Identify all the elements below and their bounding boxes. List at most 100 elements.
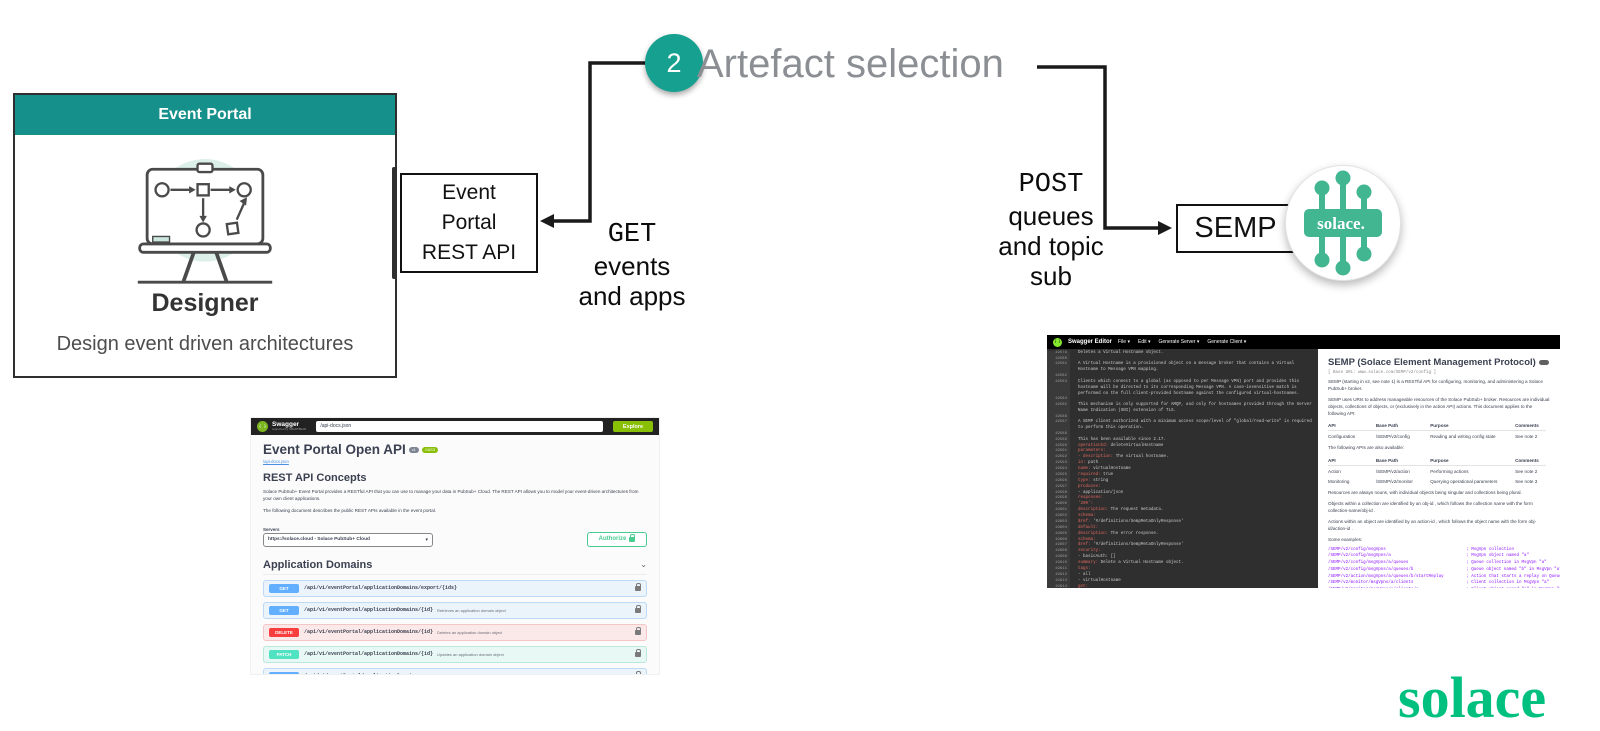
code-line: 19586 bbox=[1047, 414, 1318, 421]
designer-description: Design event driven architectures bbox=[56, 333, 354, 355]
lock-icon[interactable] bbox=[635, 626, 641, 635]
endpoint-path: /api/v1/eventPortal/applicationDomains bbox=[304, 673, 418, 674]
code-line: 19589 This has been available since 2.17… bbox=[1047, 437, 1318, 444]
api-title: Event Portal Open API bbox=[263, 442, 406, 457]
code-line: 19606 schema: bbox=[1047, 537, 1318, 544]
endpoint-row[interactable]: GET /api/v1/eventPortal/applicationDomai… bbox=[263, 579, 647, 597]
swagger-logo-icon: { } bbox=[257, 421, 268, 432]
line-number: 19592 bbox=[1047, 455, 1070, 462]
rest-api-line: REST API bbox=[421, 241, 517, 264]
code-line: 19596 type: string bbox=[1047, 478, 1318, 485]
editor-menu-item[interactable]: Edit ▾ bbox=[1137, 339, 1151, 345]
code-line: 19610 summary: Delete a Virtual Hostname… bbox=[1047, 561, 1318, 567]
code-line: 19612 - all bbox=[1047, 572, 1318, 579]
line-number: 19604 bbox=[1047, 525, 1070, 532]
server-select[interactable]: https://solace.cloud - Solace PubSub+ Cl… bbox=[263, 532, 433, 547]
swagger-ui-screenshot: { } Swagger supported by SMARTBEAR /api-… bbox=[250, 417, 660, 675]
code-line: 19590 operationId: deleteVirtualHostname bbox=[1047, 443, 1318, 450]
code-line: 19605 description: The error response. bbox=[1047, 531, 1318, 538]
get-verb: GET bbox=[607, 220, 657, 250]
code-line: 19609 - basicAuth: [] bbox=[1047, 555, 1318, 562]
table-row: Monitoring /SEMP/v2/monitor Querying ope… bbox=[1328, 478, 1538, 484]
semp-doc-title: SEMP (Solace Element Management Protocol… bbox=[1328, 357, 1536, 368]
editor-menu-item[interactable]: File ▾ bbox=[1118, 339, 1130, 345]
example-code-line: /SEMP/v2/config/msgVpns/a/queues ; Queue… bbox=[1328, 561, 1547, 566]
endpoint-row[interactable]: DELETE /api/v1/eventPortal/applicationDo… bbox=[263, 623, 647, 641]
intro-paragraph: The following document describes the pub… bbox=[263, 507, 437, 513]
editor-menu-item[interactable]: Generate Client ▾ bbox=[1207, 339, 1247, 345]
editor-menu-item[interactable]: Generate Server ▾ bbox=[1158, 339, 1200, 345]
code-line: 19591 parameters: bbox=[1047, 449, 1318, 456]
line-number: 19606 bbox=[1047, 537, 1070, 544]
code-line: 19588 bbox=[1047, 432, 1318, 438]
semp-examples-label: Some examples: bbox=[1328, 536, 1363, 542]
semp-nouns-note: Resources are always nouns, with individ… bbox=[1328, 490, 1522, 496]
post-line: sub bbox=[1030, 261, 1072, 291]
editor-menus: File ▾ Edit ▾ Generate Server ▾ Generate Cl… bbox=[1118, 339, 1246, 345]
code-line: 19608 security: bbox=[1047, 549, 1318, 556]
semp-examples-block: /SEMP/v2/config/msgVpns ; MsgVpn collect… bbox=[1328, 547, 1560, 588]
line-number: 19588 bbox=[1047, 432, 1070, 438]
solace-wordmark: solace bbox=[1398, 665, 1547, 730]
code-line: 19593 in: path bbox=[1047, 461, 1318, 468]
example-code-line: /SEMP/v2/config/msgVpns ; MsgVpn collect… bbox=[1328, 547, 1514, 552]
code-line: 19594 name: virtualHostname bbox=[1047, 467, 1318, 473]
endpoint-row[interactable]: GET /api/v1/eventPortal/applicationDomai… bbox=[263, 667, 647, 675]
code-line: 19582 bbox=[1047, 374, 1318, 380]
swagger-editor-logo-icon: { } bbox=[1053, 337, 1062, 347]
example-code-line: /SEMP/v2/config/msgVpns/a/queues/b ; Que… bbox=[1328, 567, 1560, 572]
line-number: 19594 bbox=[1047, 467, 1070, 473]
line-number: 19597 bbox=[1047, 484, 1070, 491]
lock-icon[interactable] bbox=[635, 582, 641, 591]
code-line: 19614 get: bbox=[1047, 584, 1318, 588]
semp-base-url: [ Base URL: www.solace.com/SEMP/v2/confi… bbox=[1328, 371, 1437, 375]
solace-logo: solace. bbox=[1285, 165, 1401, 281]
endpoint-row[interactable]: GET /api/v1/eventPortal/applicationDomai… bbox=[263, 601, 647, 619]
spec-url-input[interactable]: /api-docs.json bbox=[316, 421, 603, 432]
table-row: Configuration /SEMP/v2/config Reading an… bbox=[1328, 433, 1538, 439]
oas-badge: OAS3 bbox=[421, 446, 438, 453]
semp-version-badge bbox=[1538, 360, 1549, 365]
step-number-badge: 2 bbox=[645, 34, 703, 92]
endpoint-row[interactable]: PATCH /api/v1/eventPortal/applicationDom… bbox=[263, 645, 647, 663]
swagger-body: Event Portal Open API v1 OAS3 /api-docs.… bbox=[251, 435, 659, 675]
solace-badge-text: solace. bbox=[1317, 214, 1365, 233]
line-number: 19612 bbox=[1047, 572, 1070, 579]
code-line: 19597 produces: bbox=[1047, 484, 1318, 491]
code-line: 19611 tags: bbox=[1047, 566, 1318, 573]
line-number: 19586 bbox=[1047, 414, 1070, 421]
endpoint-description: Retrieves an application domain object bbox=[437, 607, 506, 613]
lock-icon[interactable] bbox=[635, 648, 641, 657]
endpoint-description: Gets the application domain objects bbox=[422, 674, 485, 675]
line-number: 19582 bbox=[1047, 374, 1070, 380]
line-number: 19611 bbox=[1047, 566, 1070, 573]
lock-icon[interactable] bbox=[635, 670, 641, 674]
swagger-brand-sub: supported by SMARTBEAR bbox=[272, 427, 307, 432]
lock-icon[interactable] bbox=[635, 604, 641, 613]
yaml-code-pane[interactable]: 19579 Deletes a Virtual Hostname object.… bbox=[1047, 349, 1318, 588]
server-value: https://solace.cloud - Solace PubSub+ Cl… bbox=[268, 537, 370, 543]
swagger-topbar: { } Swagger supported by SMARTBEAR /api-… bbox=[251, 418, 659, 435]
explore-button[interactable]: Explore bbox=[613, 421, 653, 432]
semp-actionid-note: Actions within an object are identified … bbox=[1328, 519, 1537, 531]
line-number: 19585 bbox=[1047, 403, 1070, 415]
code-line: 19607 $ref: '#/definitions/SempMetaOnlyR… bbox=[1047, 543, 1318, 550]
designer-easel-icon bbox=[137, 159, 273, 284]
swagger-editor-screenshot: { } Swagger Editor File ▾Edit ▾Generate … bbox=[1047, 335, 1560, 588]
semp-intro: SEMP uses URIs to address manageable res… bbox=[1328, 396, 1550, 416]
example-code-line: /SEMP/v2/monitor/msgVpns/a/clients/c ; C… bbox=[1328, 587, 1550, 588]
spec-link[interactable]: /api-docs.json bbox=[263, 459, 289, 464]
editor-topbar: { } Swagger Editor File ▾Edit ▾Generate … bbox=[1047, 335, 1560, 349]
example-code-line: /SEMP/v2/action/msgVpns/a/queues/b/start… bbox=[1328, 574, 1560, 579]
authorize-button[interactable]: Authorize bbox=[587, 531, 647, 547]
line-number: 19600 bbox=[1047, 502, 1070, 509]
post-line: queues bbox=[1008, 201, 1094, 231]
method-badge: GET bbox=[269, 583, 299, 593]
swagger-brand: Swagger supported by SMARTBEAR bbox=[272, 421, 307, 432]
code-line: 19592 - description: The virtual hostnam… bbox=[1047, 455, 1318, 462]
card-scrollbar[interactable] bbox=[392, 167, 397, 279]
line-number: 19584 bbox=[1047, 397, 1070, 404]
method-badge: DELETE bbox=[269, 627, 299, 637]
collapse-chevron-icon[interactable]: ⌄ bbox=[640, 560, 647, 570]
